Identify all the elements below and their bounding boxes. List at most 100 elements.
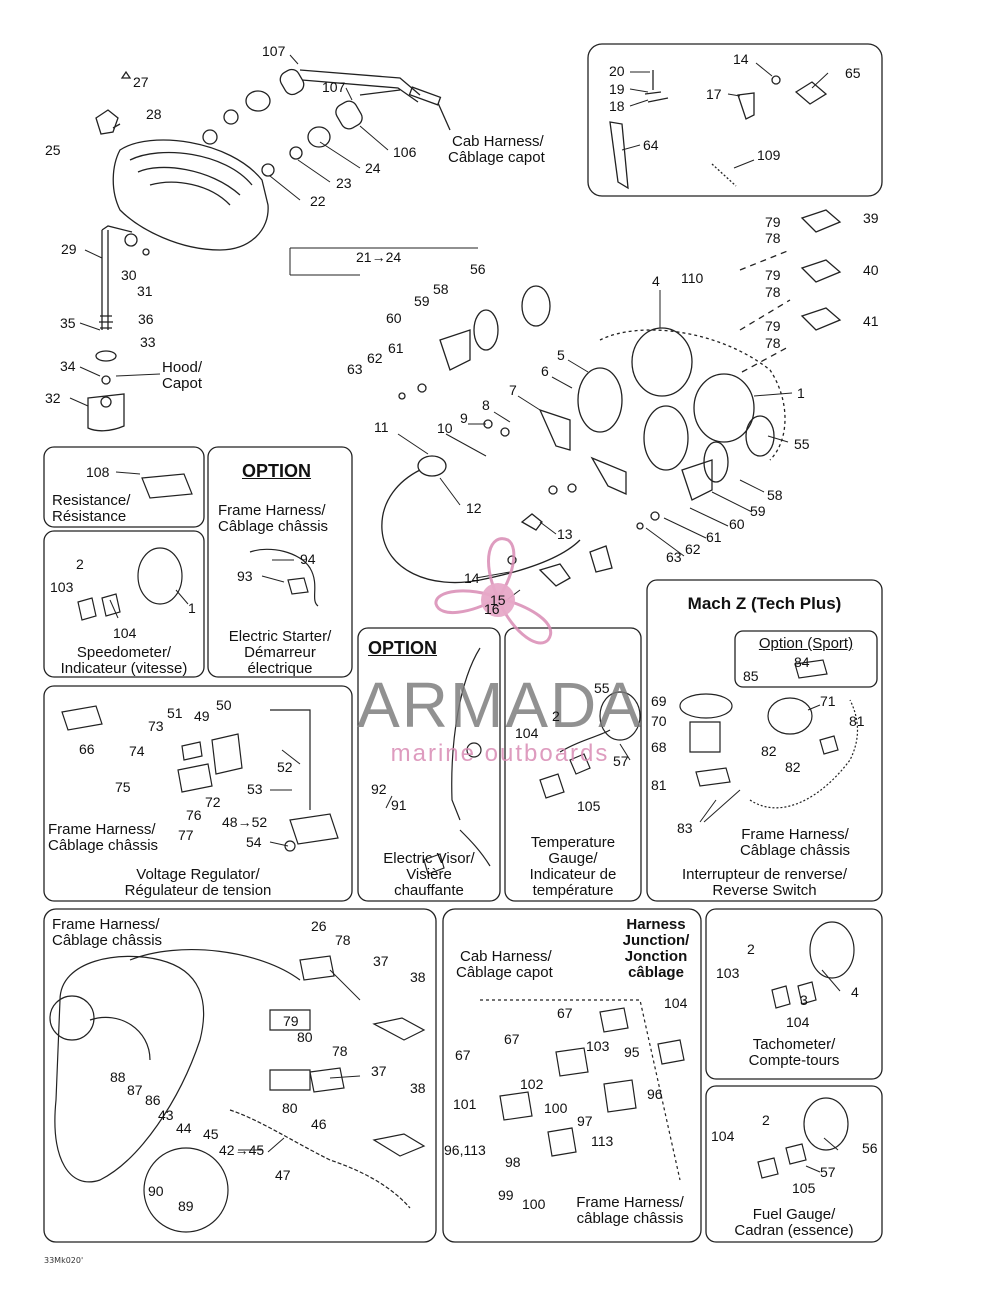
- callout: 14: [464, 570, 480, 586]
- panel-electric-visor: [357, 627, 501, 902]
- caption-voltage-regulator-b: Régulateur de tension: [124, 882, 272, 899]
- callout: 105: [577, 798, 601, 814]
- callout: 57: [820, 1164, 836, 1180]
- callout: 30: [121, 267, 137, 283]
- callout: 4: [652, 273, 660, 289]
- callout: 89: [178, 1198, 194, 1214]
- callout: 47: [275, 1167, 291, 1183]
- panel-harness-junction: [442, 908, 702, 1243]
- panel-tachometer: [705, 908, 883, 1080]
- caption-hood-b: Capot: [162, 375, 203, 392]
- caption-cablage-chassis-junction: câblage châssis: [576, 1210, 684, 1227]
- panel-option-sport: [734, 630, 878, 688]
- callout: 64: [643, 137, 659, 153]
- callout: 103: [50, 579, 74, 595]
- callout: 9: [460, 410, 468, 426]
- callout: 80: [297, 1029, 313, 1045]
- callout: 78: [765, 284, 781, 300]
- caption-harness-junction-b: Junction/: [622, 932, 690, 949]
- panel-voltage-regulator: [43, 685, 353, 902]
- callout: 104: [786, 1014, 810, 1030]
- callout: 98: [505, 1154, 521, 1170]
- caption-frame-harness-machz: Frame Harness/: [741, 826, 849, 843]
- callout: 34: [60, 358, 76, 374]
- callout: 40: [863, 262, 879, 278]
- callout: 2: [76, 556, 84, 572]
- callout: 36: [138, 311, 154, 327]
- caption-frame-harness-starter: Frame Harness/: [218, 502, 326, 519]
- callout: 12: [466, 500, 482, 516]
- callout: 70: [651, 713, 667, 729]
- callout: 61: [388, 340, 404, 356]
- panel-resistance: [43, 446, 205, 528]
- callout: 43: [158, 1107, 174, 1123]
- caption-electric-starter-c: électrique: [247, 660, 313, 677]
- headlight-housing: [95, 70, 275, 251]
- callout: 104: [711, 1128, 735, 1144]
- callout: 104: [515, 725, 539, 741]
- callout: 107: [322, 79, 346, 95]
- callout: 104: [664, 995, 688, 1011]
- callout: 99: [498, 1187, 514, 1203]
- callout: 2: [552, 708, 560, 724]
- callout: 20: [609, 63, 625, 79]
- callout: 76: [186, 807, 202, 823]
- callout: 54: [246, 834, 262, 850]
- callout: 93: [237, 568, 253, 584]
- callout: 103: [716, 965, 740, 981]
- callout: 60: [729, 516, 745, 532]
- watermark-hub: [481, 583, 515, 617]
- caption-frame-harness-regulator: Frame Harness/: [48, 821, 156, 838]
- callout: 5: [557, 347, 565, 363]
- caption-cab-harness-junction-a: Cab Harness/: [460, 948, 552, 965]
- callout: 63: [347, 361, 363, 377]
- callout: 78: [332, 1043, 348, 1059]
- callout: 67: [455, 1047, 471, 1063]
- caption-cablage-chassis-starter: Câblage châssis: [218, 518, 329, 535]
- callout: 46: [311, 1116, 327, 1132]
- callout: 55: [594, 680, 610, 696]
- callout: 23: [336, 175, 352, 191]
- panel-electric-starter: [207, 446, 353, 678]
- caption-fuel-gauge-a: Fuel Gauge/: [752, 1206, 836, 1223]
- callout: 24: [365, 160, 381, 176]
- callout: 90: [148, 1183, 164, 1199]
- callout: 92: [371, 781, 387, 797]
- callout: 25: [45, 142, 61, 158]
- caption-option-sport: Option (Sport): [758, 635, 854, 652]
- caption-temp-gauge-d: température: [532, 882, 614, 899]
- callout: 100: [544, 1100, 568, 1116]
- callout: 78: [765, 335, 781, 351]
- callout: 87: [127, 1082, 143, 1098]
- panel-frame-harness: [43, 908, 437, 1243]
- callout: 55: [794, 436, 810, 452]
- callout: 6: [541, 363, 549, 379]
- callout: 16: [484, 601, 500, 617]
- caption-frame-harness-junction: Frame Harness/: [576, 1194, 684, 1211]
- caption-frame-harness-bottom: Frame Harness/: [52, 916, 160, 933]
- caption-speedometer-b: Indicateur (vitesse): [60, 660, 188, 677]
- callout: 63: [666, 549, 682, 565]
- callout: 8: [482, 397, 490, 413]
- panel-mach-z: [646, 579, 883, 902]
- callout: 58: [433, 281, 449, 297]
- callout: 7: [509, 382, 517, 398]
- callout: 1: [797, 385, 805, 401]
- callout: 31: [137, 283, 153, 299]
- callout: 65: [845, 65, 861, 81]
- callout: 35: [60, 315, 76, 331]
- callout: 13: [557, 526, 573, 542]
- callout: 103: [586, 1038, 610, 1054]
- caption-speedometer-a: Speedometer/: [76, 644, 172, 661]
- callout: 44: [176, 1120, 192, 1136]
- callout: 101: [453, 1096, 477, 1112]
- callout: 91: [391, 797, 407, 813]
- callout: 68: [651, 739, 667, 755]
- caption-electric-visor-c: chauffante: [394, 882, 464, 899]
- leader-lines: [69, 54, 841, 1173]
- callout: 74: [129, 743, 145, 759]
- gauge-cluster: [381, 209, 842, 587]
- callout: 11: [374, 419, 389, 435]
- callout: 78: [765, 230, 781, 246]
